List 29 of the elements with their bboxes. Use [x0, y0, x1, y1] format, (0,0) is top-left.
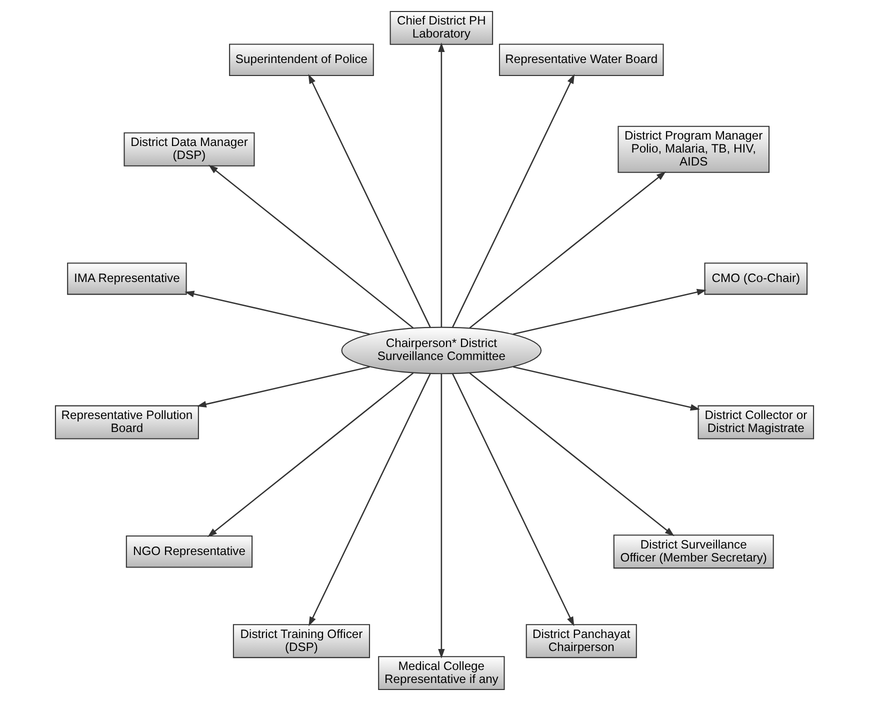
node-box: Representative Water Board: [498, 44, 664, 76]
node-ellipse: Chairperson* District Surveillance Committee: [341, 326, 542, 374]
node-box: District Training Officer (DSP): [232, 624, 370, 658]
arrow: [438, 374, 445, 659]
arrow: [452, 74, 575, 328]
node-box: District Program Manager Polio, Malaria, TB, HIV, AIDS: [618, 126, 770, 173]
arrow: [308, 374, 431, 626]
node-box: NGO Representative: [126, 536, 253, 568]
node-box: CMO (Co-Chair): [704, 262, 808, 295]
node-box: IMA Representative: [67, 262, 187, 295]
node-box: District Panchayat Chairperson: [526, 624, 637, 658]
arrow: [207, 372, 414, 538]
arrow: [452, 374, 574, 626]
arrow: [469, 171, 666, 329]
node-box: Chief District PH Laboratory: [390, 10, 494, 45]
arrow: [513, 366, 700, 411]
node-box: District Surveillance Officer (Member Secretary): [613, 534, 774, 569]
arrow: [513, 288, 706, 335]
arrow: [184, 290, 370, 335]
node-box: District Data Manager (DSP): [124, 132, 255, 166]
node-box: Medical College Representative if any: [378, 656, 505, 690]
arrow: [196, 366, 370, 408]
node-box: Superintendent of Police: [229, 44, 374, 76]
node-box: District Collector or District Magistrate: [698, 405, 814, 440]
arrow: [438, 42, 445, 328]
arrow: [308, 74, 431, 328]
arrow: [208, 164, 414, 329]
node-box: Representative Pollution Board: [54, 405, 199, 440]
arrow: [469, 372, 674, 536]
